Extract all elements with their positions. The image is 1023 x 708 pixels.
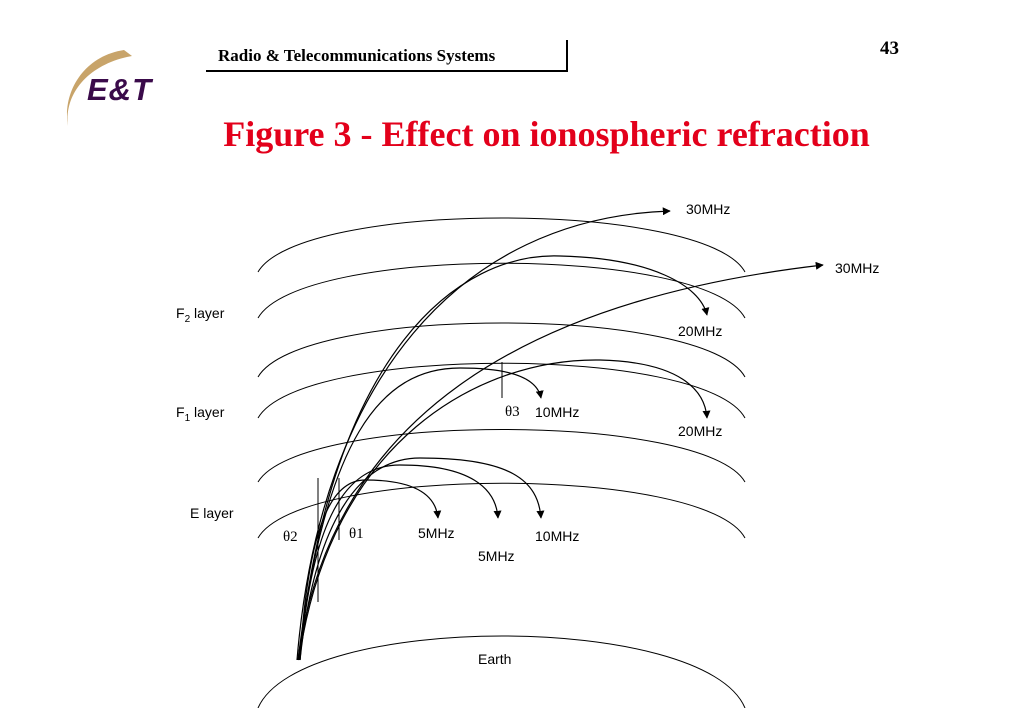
header-title: Radio & Telecommunications Systems	[218, 46, 496, 65]
freq-label-20mhz-upper: 20MHz	[678, 323, 722, 339]
theta2-label: θ2	[283, 529, 298, 545]
freq-label-10mhz-f1: 10MHz	[535, 404, 579, 420]
angle-normals	[317, 362, 503, 602]
freq-label-10mhz-e: 10MHz	[535, 528, 579, 544]
theta1-label: θ1	[349, 526, 364, 542]
earth-surface	[257, 635, 746, 708]
f1-layer-label: F1 layer	[176, 404, 225, 424]
ray-10mhz-e	[299, 457, 545, 661]
ray-20mhz-upper	[298, 255, 710, 661]
freq-label-5mhz-inner: 5MHz	[418, 525, 455, 541]
logo-swoosh-shape	[67, 50, 132, 126]
logo-text: E&T	[87, 72, 152, 107]
freq-label-5mhz-outer: 5MHz	[478, 548, 515, 564]
f1-layer-top-boundary	[257, 322, 746, 378]
ray-10mhz-f1	[297, 367, 544, 661]
ray-5mhz-outer	[299, 464, 502, 661]
theta3-label: θ3	[505, 404, 520, 420]
ray-20mhz-lower	[298, 359, 711, 661]
freq-label-30mhz-upper: 30MHz	[686, 201, 730, 217]
ray-30mhz-escape-right	[297, 261, 824, 661]
freq-label-30mhz-right: 30MHz	[835, 260, 879, 276]
ray-5mhz-inner	[299, 479, 442, 661]
e-layer-bottom-boundary	[257, 482, 746, 539]
freq-label-20mhz-lower: 20MHz	[678, 423, 722, 439]
f2-layer-bottom-boundary	[257, 262, 746, 319]
e-layer-top-boundary	[257, 429, 746, 483]
earth-label: Earth	[478, 651, 511, 667]
page-number: 43	[880, 38, 899, 59]
e-layer-label: E layer	[190, 505, 234, 521]
f2-layer-top-boundary	[257, 217, 746, 273]
ray-paths	[296, 207, 824, 661]
figure-title: Figure 3 - Effect on ionospheric refract…	[223, 114, 870, 154]
header-frame	[206, 40, 568, 72]
logo-swoosh-icon	[67, 50, 132, 126]
f2-layer-label: F2 layer	[176, 305, 225, 325]
